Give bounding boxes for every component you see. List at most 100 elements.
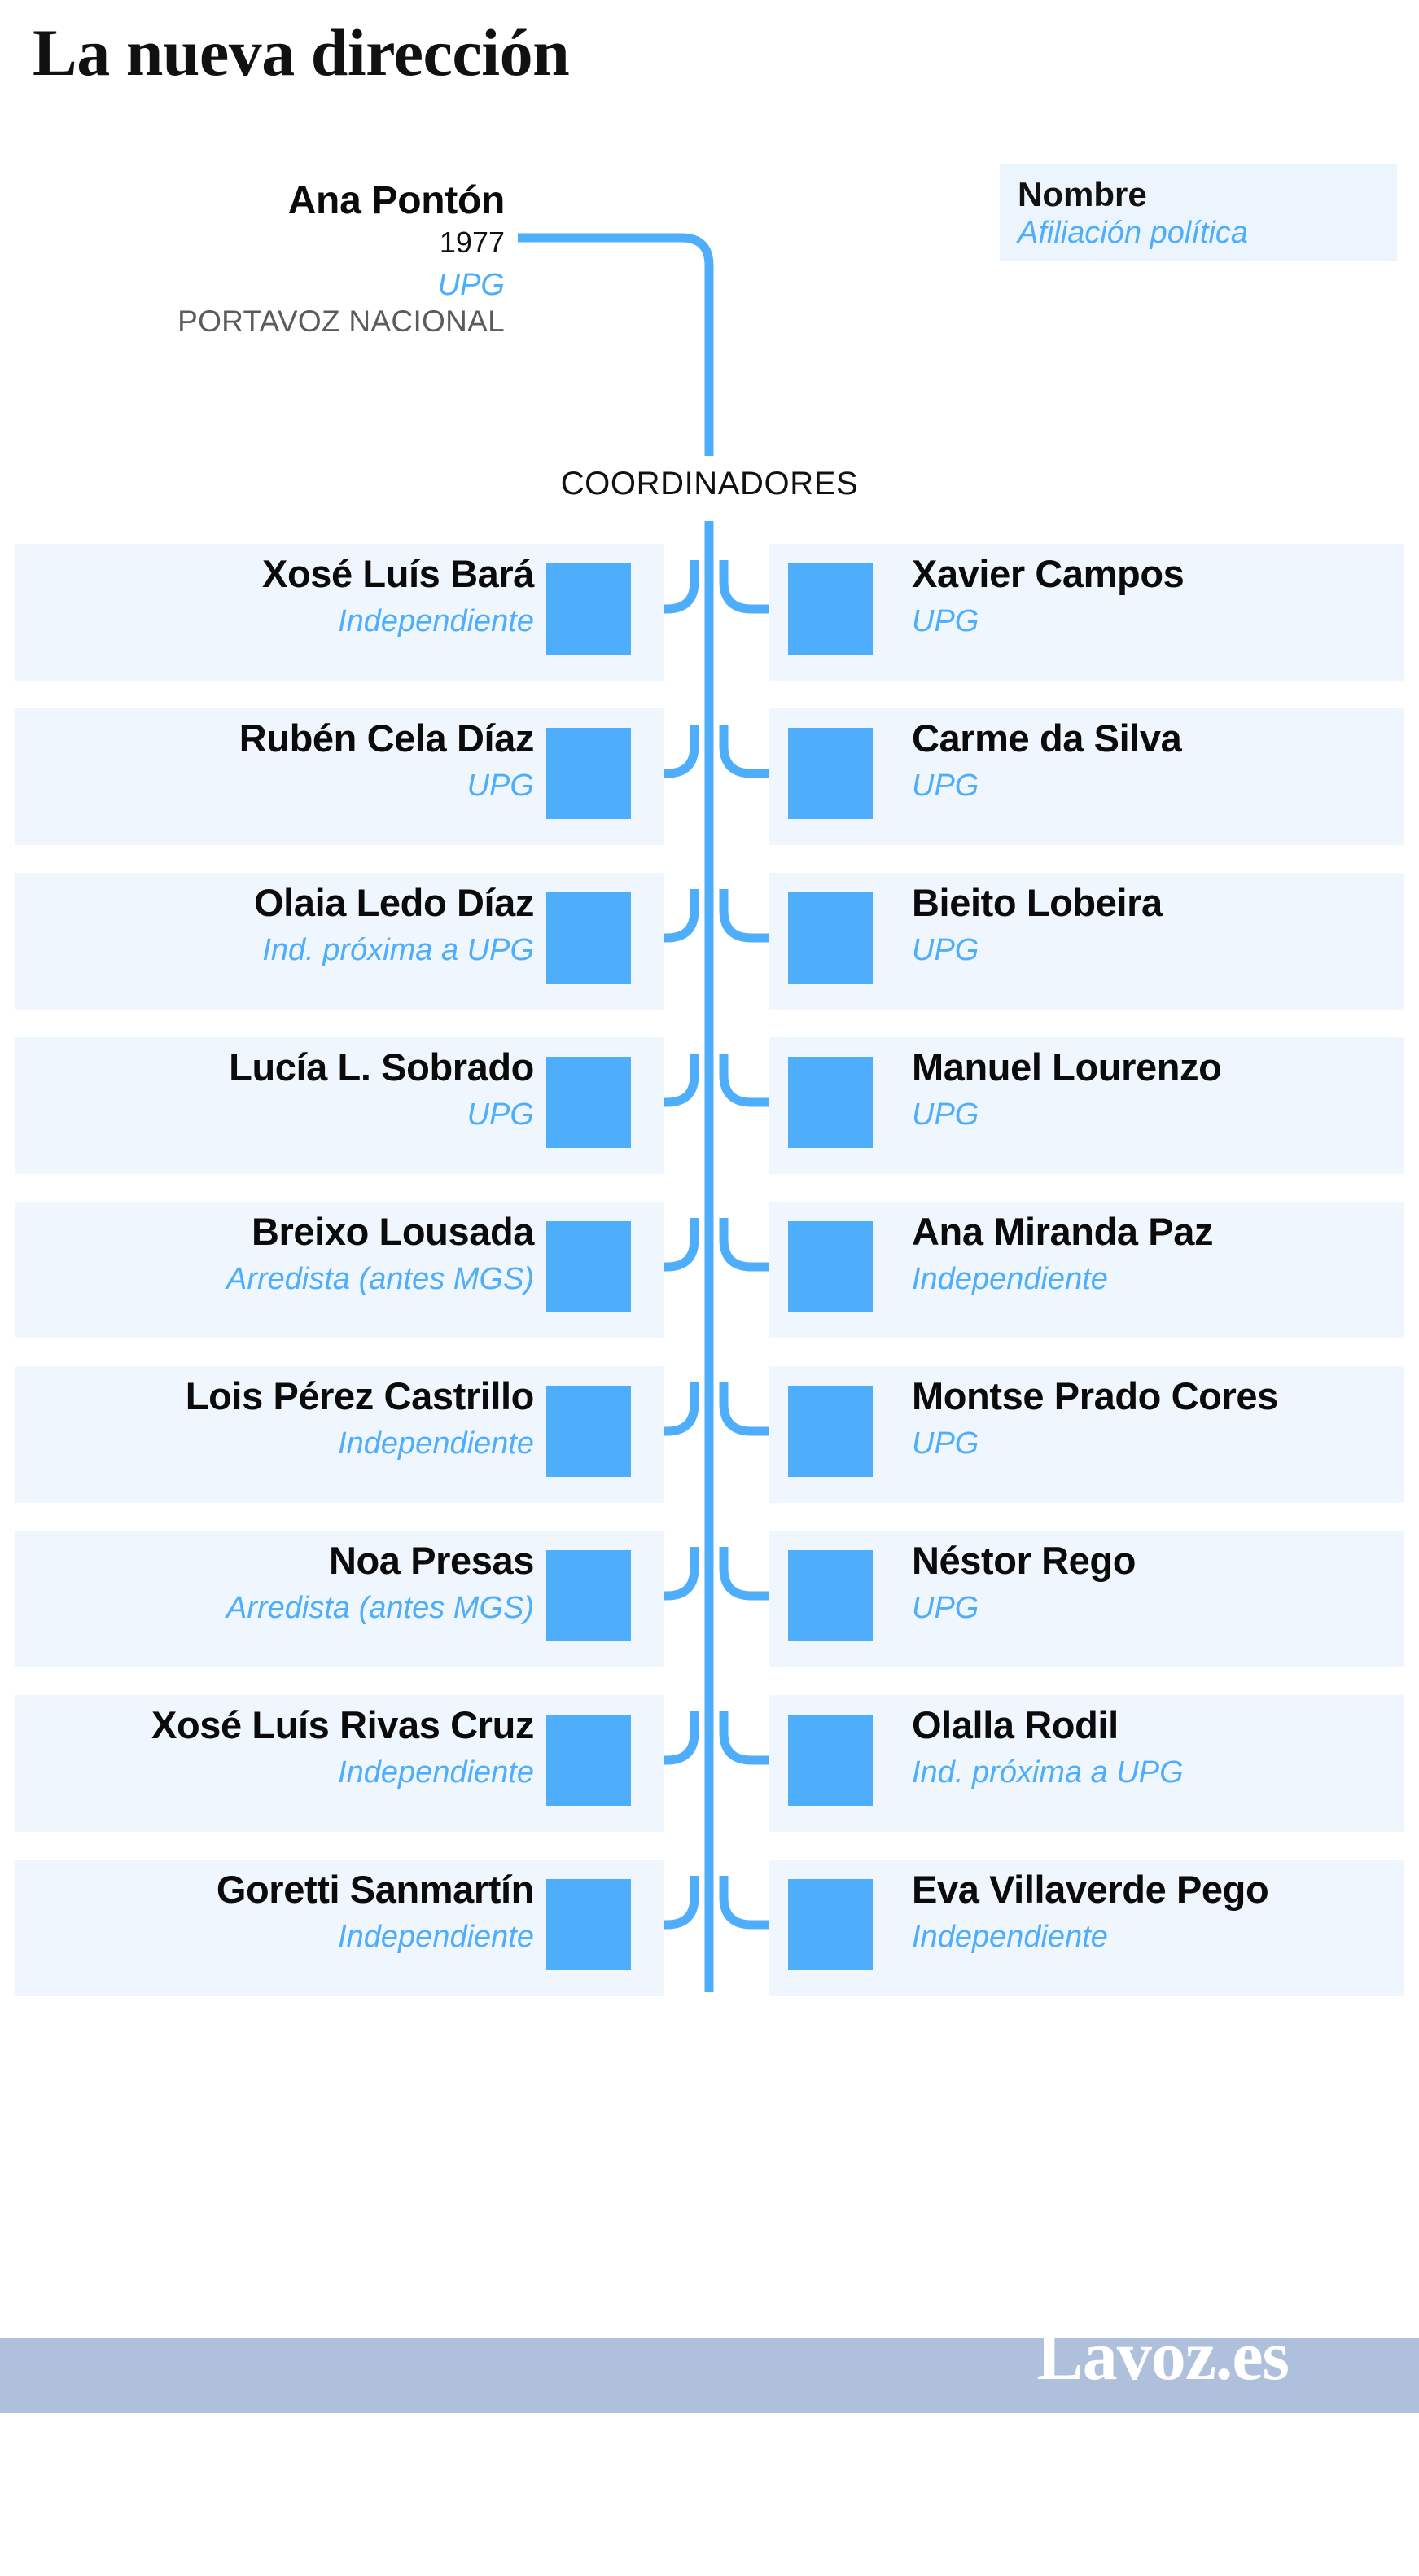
coordinator-panel-right[interactable] xyxy=(769,1202,1404,1338)
coordinator-name: Lois Pérez Castrillo xyxy=(185,1374,535,1417)
leader-year: 1977 xyxy=(439,225,505,259)
node-square-left xyxy=(546,728,631,819)
node-square-left xyxy=(546,1715,631,1806)
coordinator-affiliation: Ind. próxima a UPG xyxy=(912,1755,1184,1790)
node-square-right xyxy=(788,1879,873,1970)
coordinator-affiliation: Ind. próxima a UPG xyxy=(262,932,534,967)
legend-name-label: Nombre xyxy=(1018,175,1147,213)
coordinator-panel-right[interactable] xyxy=(769,1531,1404,1667)
node-square-right xyxy=(788,1057,873,1148)
coordinator-panel-right[interactable] xyxy=(769,1037,1404,1174)
leader-connector xyxy=(518,233,714,456)
leader-name: Ana Pontón xyxy=(287,179,506,222)
coordinator-name: Xosé Luís Rivas Cruz xyxy=(151,1703,534,1746)
coordinator-name: Xosé Luís Bará xyxy=(262,552,534,595)
coordinator-affiliation: UPG xyxy=(912,768,979,803)
node-square-left xyxy=(546,1879,631,1970)
coordinator-panel-right[interactable] xyxy=(769,873,1404,1010)
coordinator-affiliation: Arredista (antes MGS) xyxy=(226,1590,534,1625)
coordinator-name: Olaia Ledo Díaz xyxy=(254,881,534,924)
coordinator-name: Lucía L. Sobrado xyxy=(229,1045,534,1089)
coordinator-name: Néstor Rego xyxy=(912,1539,1137,1582)
coordinator-affiliation: UPG xyxy=(912,1590,979,1625)
node-square-right xyxy=(788,1550,873,1641)
node-square-right xyxy=(788,1386,873,1477)
node-square-left xyxy=(546,1057,631,1148)
node-square-left xyxy=(546,892,631,984)
node-square-left xyxy=(546,1221,631,1312)
coordinator-panel-right[interactable] xyxy=(769,1860,1404,1996)
coordinator-name: Manuel Lourenzo xyxy=(912,1045,1222,1089)
coordinator-affiliation: UPG xyxy=(912,1097,979,1132)
node-square-right xyxy=(788,563,873,655)
node-square-left xyxy=(546,1386,631,1477)
leader-affiliation: UPG xyxy=(437,267,505,302)
page-title: La nueva dirección xyxy=(33,15,570,90)
node-square-left xyxy=(546,563,631,655)
coordinator-name: Noa Presas xyxy=(328,1539,534,1582)
legend-box: Nombre Afiliación política xyxy=(1000,164,1397,261)
coordinator-affiliation: UPG xyxy=(912,932,979,967)
coordinator-name: Ana Miranda Paz xyxy=(912,1210,1214,1253)
section-label: COORDINADORES xyxy=(560,466,859,502)
legend-affiliation-label: Afiliación política xyxy=(1018,215,1249,250)
coordinator-name: Olalla Rodil xyxy=(912,1703,1119,1746)
coordinator-affiliation: UPG xyxy=(912,603,979,638)
coordinator-affiliation: UPG xyxy=(466,1097,534,1132)
footer-logo: Lavoz.es xyxy=(1036,2316,1290,2394)
coordinator-affiliation: Independiente xyxy=(338,1426,534,1461)
coordinator-affiliation: UPG xyxy=(912,1426,979,1461)
coordinator-affiliation: Independiente xyxy=(338,603,534,638)
node-square-right xyxy=(788,892,873,984)
coordinator-affiliation: Independiente xyxy=(912,1261,1108,1296)
coordinator-affiliation: UPG xyxy=(466,768,534,803)
coordinator-name: Xavier Campos xyxy=(912,552,1185,595)
coordinator-panel-right[interactable] xyxy=(769,1695,1404,1832)
coordinator-affiliation: Arredista (antes MGS) xyxy=(226,1261,534,1296)
leader-block: Ana Pontón 1977 UPG PORTAVOZ NACIONAL xyxy=(0,181,505,338)
node-square-right xyxy=(788,728,873,819)
coordinator-name: Goretti Sanmartín xyxy=(216,1868,535,1911)
node-square-right xyxy=(788,1715,873,1806)
coordinator-affiliation: Independiente xyxy=(338,1919,534,1954)
coordinator-panel-right[interactable] xyxy=(769,708,1404,845)
coordinator-name: Breixo Lousada xyxy=(252,1210,534,1253)
coordinator-panel-right[interactable] xyxy=(769,1366,1404,1503)
coordinator-name: Montse Prado Cores xyxy=(912,1374,1278,1417)
coordinator-affiliation: Independiente xyxy=(912,1919,1108,1954)
node-square-right xyxy=(788,1221,873,1312)
coordinator-affiliation: Independiente xyxy=(338,1755,534,1790)
coordinator-name: Carme da Silva xyxy=(912,716,1182,760)
coordinator-name: Rubén Cela Díaz xyxy=(239,716,535,760)
coordinator-panel-right[interactable] xyxy=(769,544,1404,681)
node-square-left xyxy=(546,1550,631,1641)
coordinator-name: Eva Villaverde Pego xyxy=(912,1868,1269,1911)
